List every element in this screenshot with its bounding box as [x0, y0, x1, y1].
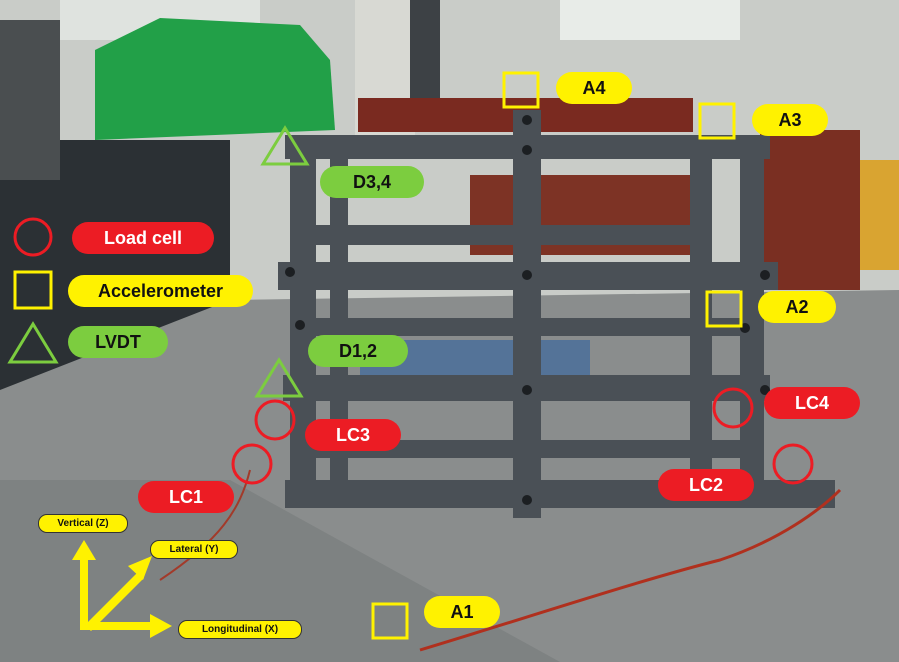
sensor-label-d12: D1,2	[308, 335, 408, 367]
lateral-axis-arrow-shaft	[85, 572, 144, 631]
longitudinal-axis-arrow-shaft	[80, 622, 152, 630]
load-cell-marker-lc2	[772, 443, 814, 485]
accelerometer-marker-a2	[705, 290, 743, 328]
sensor-label-lc1: LC1	[138, 481, 234, 513]
column-dark	[410, 0, 440, 110]
axis-label-longitudinal: Longitudinal (X)	[178, 620, 302, 639]
axis-label-lateral: Lateral (Y)	[150, 540, 238, 559]
accelerometer-marker-a3	[698, 102, 736, 140]
longitudinal-axis-arrow-head	[150, 614, 172, 638]
lvdt-marker-d12	[254, 357, 304, 398]
accelerometer-marker-a1	[371, 602, 409, 640]
accelerometer-marker-a4	[502, 71, 540, 109]
cable	[419, 488, 842, 652]
sensor-label-lc3: LC3	[305, 419, 401, 451]
lvdt-markers	[254, 125, 310, 398]
vertical-axis-arrow-head	[72, 540, 96, 560]
legend-load-cell-icon	[13, 217, 53, 257]
legend-accelerometer-icon	[13, 270, 53, 310]
floor-shadow	[0, 480, 560, 662]
sensor-label-a1: A1	[424, 596, 500, 628]
sensor-label-d34: D3,4	[320, 166, 424, 198]
axes-arrows	[72, 540, 172, 638]
accelerometer-markers	[371, 71, 743, 640]
yellow-boxes	[860, 160, 899, 270]
green-tarp	[95, 18, 335, 140]
sensor-label-a3: A3	[752, 104, 828, 136]
sensor-label-a2: A2	[758, 291, 836, 323]
sensor-label-lc2: LC2	[658, 469, 754, 501]
lvdt-marker-d34	[260, 125, 310, 166]
lateral-axis-arrow-head	[128, 556, 152, 580]
sensor-label-a4: A4	[556, 72, 632, 104]
vertical-axis-arrow-shaft	[80, 560, 88, 630]
sensor-label-lc4: LC4	[764, 387, 860, 419]
legend-accelerometer-label: Accelerometer	[68, 275, 253, 307]
load-cell-marker-lc3	[254, 399, 296, 441]
load-cell-marker-lc4	[712, 387, 754, 429]
legend-lvdt-label: LVDT	[68, 326, 168, 358]
load-cell-markers	[231, 387, 814, 485]
legend-load-cell-label: Load cell	[72, 222, 214, 254]
load-cell-marker-lc1	[231, 443, 273, 485]
axis-label-vertical: Vertical (Z)	[38, 514, 128, 533]
left-machine	[0, 20, 60, 180]
legend-lvdt-icon	[7, 321, 59, 364]
window	[560, 0, 740, 40]
